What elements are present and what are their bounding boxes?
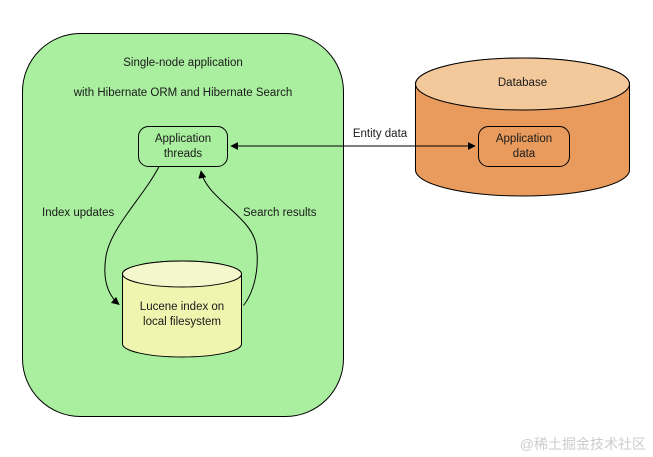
database-cylinder-top [415, 57, 630, 111]
application-threads-shape [138, 126, 228, 167]
application-data-shape [478, 126, 570, 167]
watermark: @稀土掘金技术社区 [519, 436, 646, 452]
lucene-cylinder-top [122, 260, 242, 288]
application-container-shape [22, 33, 344, 417]
search-results-edge [198, 170, 258, 306]
index-updates-edge [104, 166, 160, 306]
